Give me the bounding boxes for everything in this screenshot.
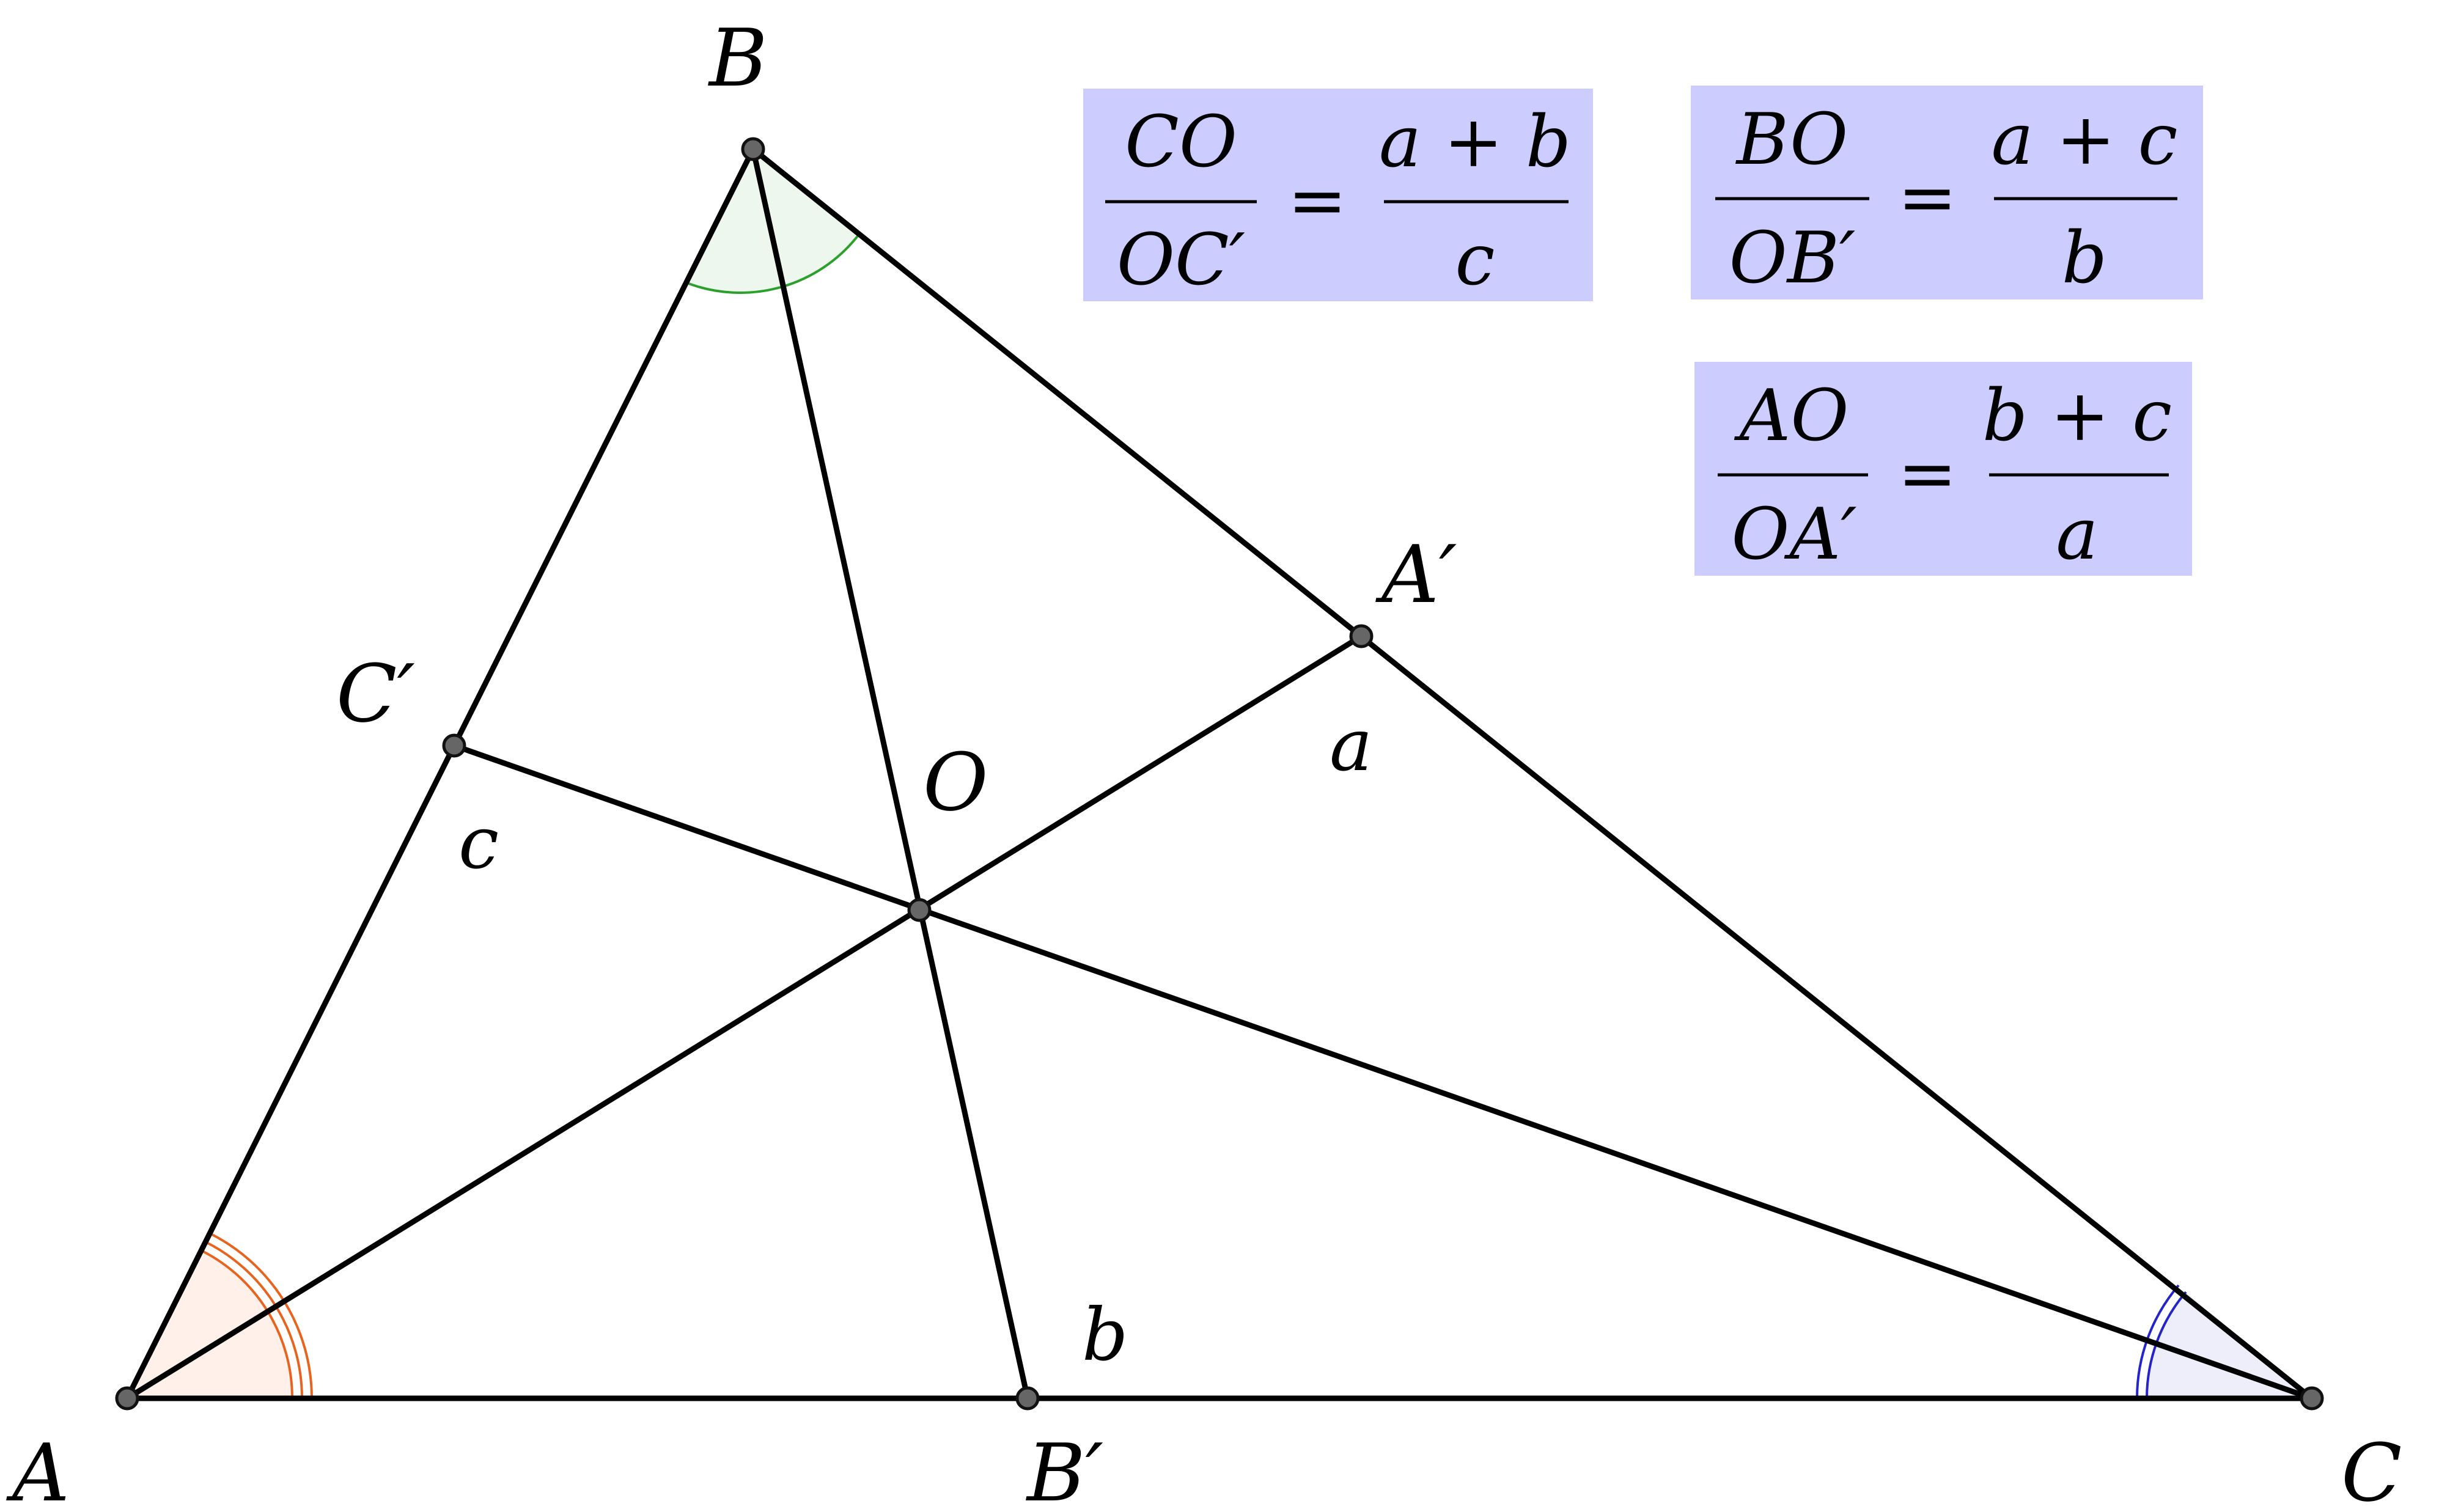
label-b: b: [1082, 1293, 1128, 1377]
point-C-prime: [442, 733, 466, 758]
formula-CO-eq: =: [1287, 160, 1347, 242]
label-B: B: [708, 12, 768, 105]
label-c: c: [458, 801, 499, 885]
side-BC: [750, 146, 2315, 1401]
formula-CO-lhs-den: OC′: [1117, 219, 1245, 301]
formula-BO-lhs-den: OB′: [1729, 217, 1856, 299]
angle-C-fill: [2147, 1292, 2312, 1398]
point-C: [2300, 1386, 2324, 1411]
point-A-prime: [1349, 624, 1374, 648]
label-C-prime: C′: [336, 647, 415, 740]
bisector-AA-prime: [124, 633, 1364, 1401]
formula-BO-lhs-num: BO: [1735, 98, 1849, 181]
formula-box-AO: AO OA′ = b + c a: [1694, 362, 2192, 576]
formula-CO-rhs-den: c: [1455, 219, 1495, 301]
formula-CO-rhs-num: a + b: [1379, 101, 1571, 183]
angle-B-fill: [687, 149, 858, 293]
label-A: A: [6, 1426, 70, 1512]
formula-CO-lhs-num: CO: [1125, 101, 1237, 183]
formula-AO-lhs-den: OA′: [1731, 493, 1856, 576]
formula-AO-lhs-num: AO: [1734, 375, 1849, 457]
label-O: O: [923, 736, 988, 829]
angle-marker-A: [127, 1231, 313, 1399]
side-AB: [124, 146, 756, 1401]
point-O: [907, 898, 932, 922]
label-a: a: [1330, 703, 1372, 787]
formula-AO-rhs-den: a: [2056, 493, 2098, 576]
angle-A-fill: [127, 1250, 293, 1398]
label-B-prime: B′: [1026, 1426, 1103, 1512]
formula-BO-eq: =: [1897, 156, 1957, 239]
angle-B-arc: [686, 234, 859, 294]
formula-box-CO: CO OC′ = a + b c: [1083, 89, 1593, 301]
formula-box-BO-bg: [1691, 86, 2203, 299]
formula-BO-rhs-num: a + c: [1991, 98, 2177, 181]
point-A: [115, 1386, 139, 1411]
angle-marker-B: [686, 149, 859, 294]
label-A-prime: A′: [1375, 528, 1457, 621]
formula-AO-rhs-num: b + c: [1982, 375, 2172, 457]
point-B: [741, 137, 765, 161]
angle-marker-C: [2136, 1284, 2312, 1399]
label-C: C: [2341, 1426, 2402, 1512]
point-B-prime: [1015, 1386, 1040, 1411]
bisector-BB-prime: [750, 146, 1031, 1401]
formula-AO-eq: =: [1897, 433, 1957, 515]
formula-box-AO-bg: [1694, 362, 2192, 576]
formula-box-BO: BO OB′ = a + c b: [1691, 86, 2203, 299]
formula-BO-rhs-den: b: [2062, 217, 2107, 299]
bisector-CC-prime: [451, 743, 2315, 1401]
formula-box-CO-bg: [1083, 89, 1593, 301]
